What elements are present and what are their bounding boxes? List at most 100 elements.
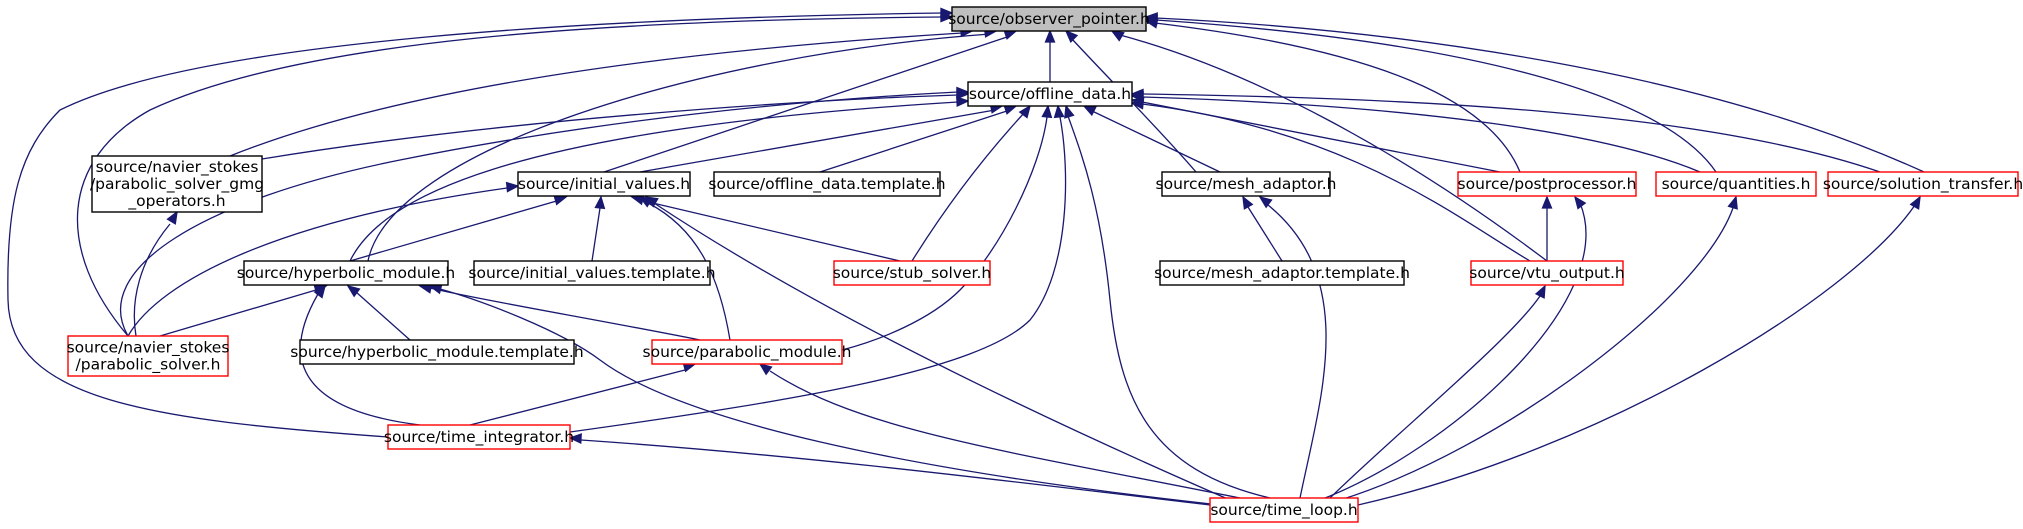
node-box[interactable] (951, 6, 1147, 32)
edge-mesh_adaptor-to-offline_data (1082, 105, 1221, 173)
node-hyperbolic-module[interactable]: source/hyperbolic_module.h (237, 260, 455, 286)
edge-arrowhead (1144, 12, 1158, 24)
node-box[interactable] (1655, 171, 1817, 197)
node-label: source/quantities.h (1662, 175, 1811, 193)
edge-time_integrator-to-offline_data (569, 104, 1067, 433)
edge-arrowhead (644, 196, 659, 208)
edge-line (580, 439, 1211, 506)
edge-quantities-to-observer_pointer (1144, 14, 1717, 173)
edge-line (349, 199, 561, 262)
edge-arrowhead (940, 7, 954, 19)
edge-arrowhead (956, 96, 970, 108)
node-label: _operators.h (127, 192, 225, 211)
node-label: source/time_loop.h (1210, 501, 1357, 520)
node-ns-gmg[interactable]: source/navier_stokes/parabolic_solver_gm… (90, 155, 264, 213)
edge-arrowhead (313, 284, 327, 299)
edge-initial_values-to-observer_pointer (603, 29, 1018, 173)
node-box[interactable] (713, 171, 941, 197)
edge-line (911, 111, 1026, 262)
edge-time_integrator-to-hyperbolic_module (299, 284, 421, 426)
node-box[interactable] (387, 424, 571, 450)
node-label: source/postprocessor.h (1458, 175, 1637, 193)
edge-offline_template-to-offline_data (819, 104, 1018, 173)
edge-arrowhead (1573, 195, 1587, 210)
edge-vtu_output-to-observer_pointer (1110, 30, 1548, 262)
node-box[interactable] (651, 339, 843, 365)
edge-time_loop-to-parabolic_module (758, 362, 1241, 499)
edge-ns_gmg-to-observer_pointer (229, 26, 974, 157)
node-label: source/parabolic_module.h (643, 343, 852, 362)
edge-solution_transfer-to-observer_pointer (1144, 12, 1925, 173)
node-label: source/initial_values.template.h (468, 264, 715, 283)
edge-stub_solver-to-initial_values (630, 194, 901, 262)
node-hyperbolic-template[interactable]: source/hyperbolic_module.template.h (290, 339, 584, 365)
node-box[interactable] (67, 335, 229, 377)
edge-line (355, 291, 411, 341)
edge-solution_transfer-to-offline_data (1130, 88, 1881, 173)
edge-line (639, 199, 901, 262)
node-label: source/navier_stokes (67, 339, 230, 358)
edge-line (7, 12, 943, 438)
node-box[interactable] (1827, 171, 2019, 197)
node-label: source/hyperbolic_module.template.h (290, 343, 583, 362)
edge-arrowhead (505, 181, 520, 193)
edge-arrowhead (1727, 195, 1738, 210)
edge-time_loop-to-hyperbolic_module (428, 283, 1221, 506)
node-label: source/observer_pointer.h (948, 10, 1150, 29)
node-box[interactable] (1161, 171, 1331, 197)
node-initial-template[interactable]: source/initial_values.template.h (468, 260, 716, 286)
edge-arrowhead (1082, 105, 1097, 117)
node-vtu-output[interactable]: source/vtu_output.h (1469, 260, 1625, 286)
node-time-integrator[interactable]: source/time_integrator.h (384, 424, 574, 450)
node-quantities[interactable]: source/quantities.h (1655, 171, 1817, 197)
edge-line (1329, 295, 1541, 499)
edge-ns_solver-to-ns_gmg (133, 210, 178, 337)
edge-line (603, 35, 1011, 173)
node-box[interactable] (1209, 497, 1359, 523)
edge-arrowhead (758, 362, 773, 376)
edge-ns_solver-to-hyperbolic_module (159, 284, 328, 337)
node-stub-solver[interactable]: source/stub_solver.h (833, 260, 992, 286)
edge-arrowhead (1534, 284, 1546, 299)
node-box[interactable] (1470, 260, 1624, 286)
edge-arrowhead (1044, 29, 1056, 43)
node-box[interactable] (299, 339, 575, 365)
edge-line (1119, 34, 1548, 262)
node-offline-template[interactable]: source/offline_data.template.h (708, 171, 946, 197)
edge-line (647, 202, 731, 341)
edge-line (159, 289, 317, 337)
edge-line (429, 287, 701, 341)
node-postprocessor[interactable]: source/postprocessor.h (1457, 171, 1637, 197)
node-mesh-template[interactable]: source/mesh_adaptor.template.h (1154, 260, 1410, 286)
edge-line (1089, 109, 1221, 173)
edge-time_loop-to-vtu_output (1329, 284, 1546, 499)
edge-line (819, 109, 1011, 173)
node-initial-values[interactable]: source/initial_values.h (517, 171, 691, 197)
node-time-loop[interactable]: source/time_loop.h (1209, 497, 1359, 523)
node-box[interactable] (473, 260, 711, 286)
edge-line (229, 32, 963, 157)
node-ns-solver[interactable]: source/navier_stokes/parabolic_solver.h (67, 335, 230, 377)
edge-hyperbolic_template-to-hyperbolic_module (346, 284, 411, 341)
edge-line (367, 33, 991, 262)
edge-line (76, 16, 943, 337)
edge-arrowhead (1110, 30, 1125, 42)
node-box[interactable] (517, 171, 691, 197)
node-box[interactable] (967, 81, 1133, 107)
node-box[interactable] (243, 260, 449, 286)
node-box[interactable] (1457, 171, 1637, 197)
edge-line (439, 288, 1221, 506)
node-solution-transfer[interactable]: source/solution_transfer.h (1823, 171, 2023, 197)
node-offline-data[interactable]: source/offline_data.h (967, 81, 1133, 107)
node-box[interactable] (91, 155, 263, 213)
node-mesh-adaptor[interactable]: source/mesh_adaptor.h (1156, 171, 1337, 197)
edge-time_loop-to-postprocessor (1319, 195, 1587, 501)
node-label: /parabolic_solver.h (76, 356, 221, 375)
edge-arrowhead (1041, 104, 1053, 119)
node-box[interactable] (833, 260, 991, 286)
edge-hyperbolic_module-to-offline_data (349, 96, 970, 262)
node-observer-pointer[interactable]: source/observer_pointer.h (948, 6, 1150, 32)
node-box[interactable] (1159, 260, 1405, 286)
node-label: source/solution_transfer.h (1823, 175, 2023, 194)
node-parabolic-module[interactable]: source/parabolic_module.h (643, 339, 852, 365)
